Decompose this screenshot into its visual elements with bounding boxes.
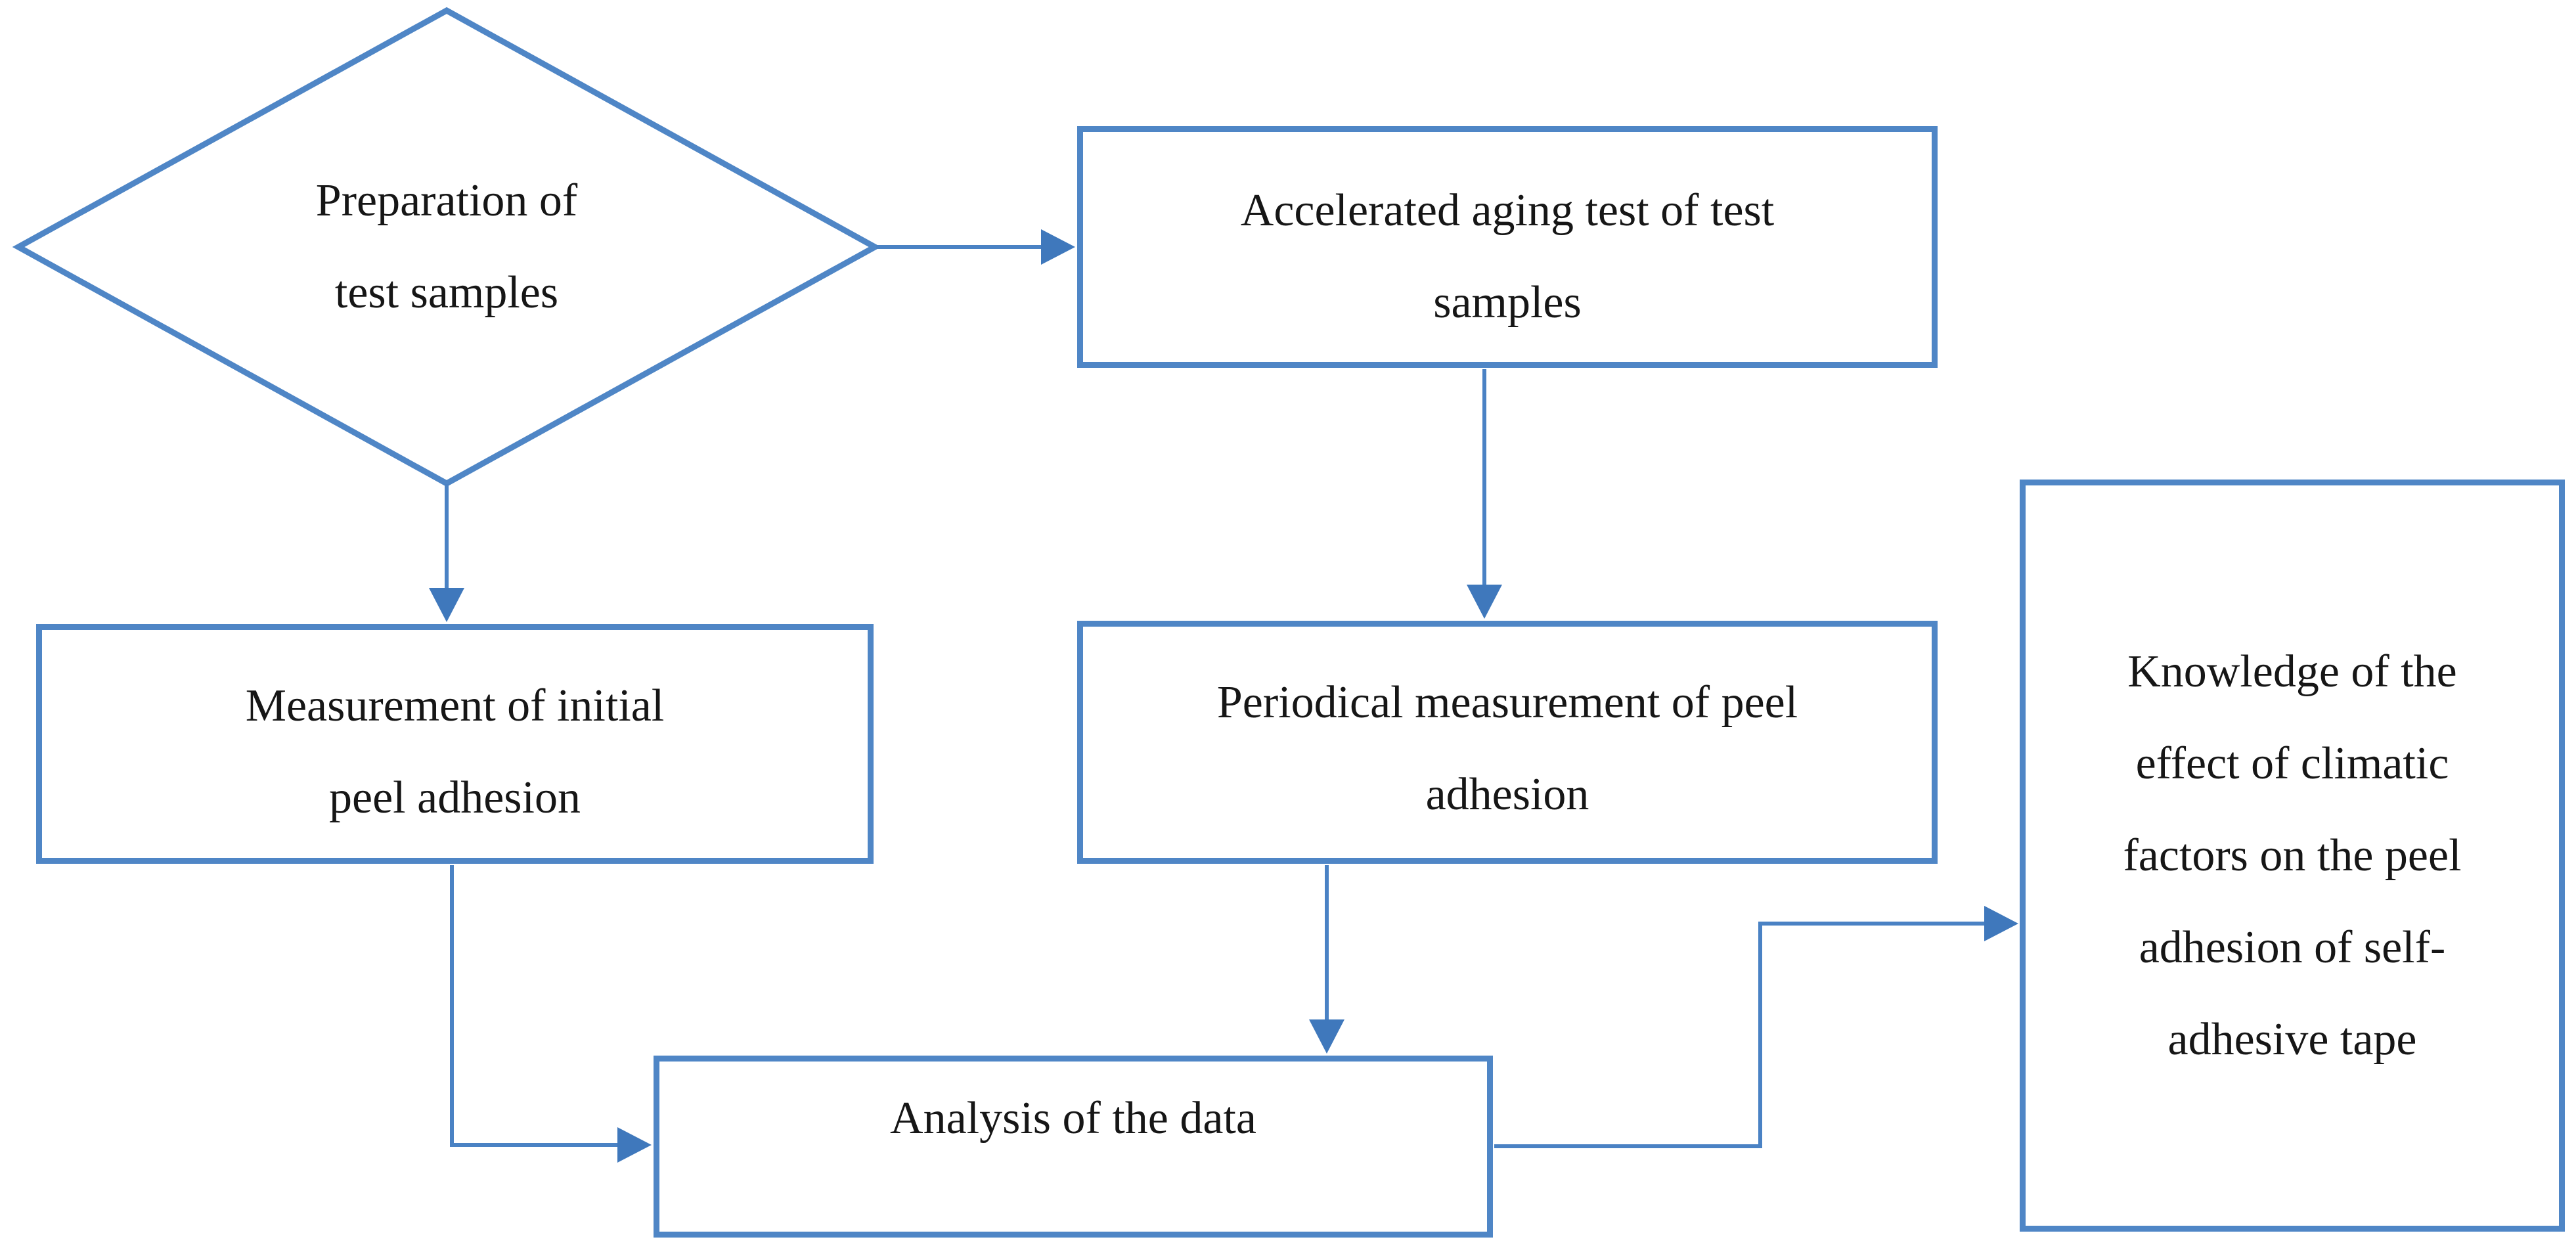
node-knowledge: Knowledge of the effect of climatic fact… — [2020, 480, 2565, 1232]
node-preparation-diamond — [12, 7, 881, 487]
node-accelerated-aging: Accelerated aging test of test samples — [1077, 126, 1938, 368]
arrowhead-preparation-to-initial — [429, 588, 464, 622]
arrowhead-analysis-to-knowledge — [1984, 906, 2018, 941]
node-preparation-label-wrap: Preparation of test samples — [85, 155, 808, 339]
arrowhead-accelerated-to-periodical — [1467, 585, 1502, 619]
node-initial-measurement: Measurement of initial peel adhesion — [36, 624, 874, 864]
node-knowledge-label: Knowledge of the effect of climatic fact… — [2123, 646, 2462, 1065]
node-accelerated-aging-label: Accelerated aging test of test samples — [1240, 185, 1775, 328]
node-initial-measurement-label: Measurement of initial peel adhesion — [245, 680, 665, 823]
node-analysis-label: Analysis of the data — [890, 1093, 1256, 1144]
edge-initial-to-analysis — [450, 865, 617, 1147]
node-analysis: Analysis of the data — [654, 1056, 1493, 1238]
arrowhead-periodical-to-analysis — [1309, 1019, 1344, 1054]
node-periodical-measurement-label: Periodical measurement of peel adhesion — [1216, 677, 1798, 820]
arrowhead-preparation-to-accelerated — [1041, 229, 1075, 265]
node-periodical-measurement: Periodical measurement of peel adhesion — [1077, 621, 1938, 864]
arrowhead-initial-to-analysis — [617, 1127, 652, 1163]
node-preparation-label: Preparation of test samples — [315, 175, 578, 318]
edge-analysis-to-knowledge — [1494, 922, 1984, 1148]
